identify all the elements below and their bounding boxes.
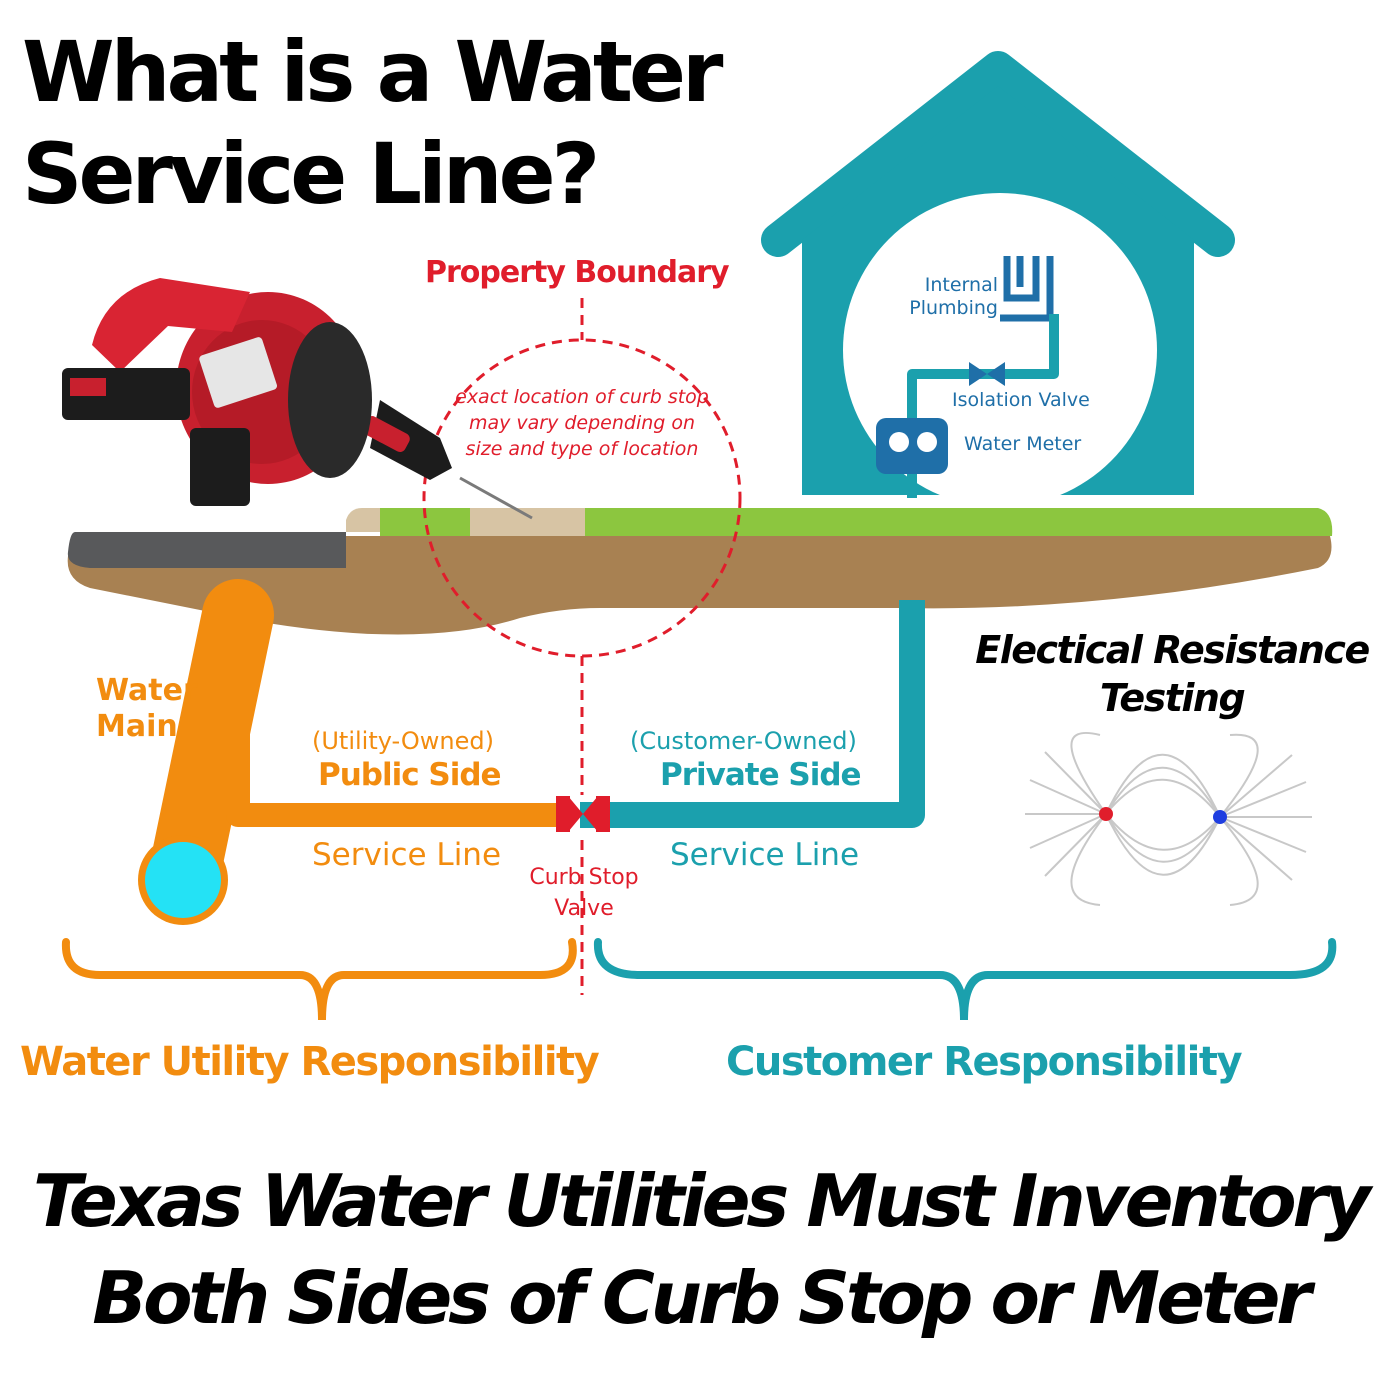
customer-brace xyxy=(593,938,1337,1021)
property-boundary-line xyxy=(422,298,742,995)
utility-owned-label: (Utility-Owned) xyxy=(312,727,494,755)
curb-stop-valve-label: Curb Stop Valve xyxy=(518,862,650,924)
public-service-line-label: Service Line xyxy=(312,837,502,873)
internal-plumbing-label-line-1: Internal xyxy=(924,274,998,296)
bottom-headline-line-1: Texas Water Utilities Must Inventory xyxy=(33,1159,1371,1243)
internal-plumbing-label-line-2: Plumbing xyxy=(909,297,998,319)
internal-plumbing-label: Internal Plumbing xyxy=(902,274,998,320)
ground-cross-section xyxy=(67,508,1333,635)
customer-responsibility-label: Customer Responsibility xyxy=(726,1039,1243,1085)
bottom-headline-line-2: Both Sides of Curb Stop or Meter xyxy=(92,1256,1312,1340)
water-utility-responsibility-label: Water Utility Responsibility xyxy=(20,1039,600,1085)
curb-stop-location-note: exact location of curb stop may vary dep… xyxy=(455,386,709,460)
ert-label-line-2: Testing xyxy=(1099,676,1246,720)
customer-owned-label: (Customer-Owned) xyxy=(630,727,857,755)
curb-stop-valve-label-line-1: Curb Stop xyxy=(529,865,639,890)
curb-stop-valve-label-line-2: Valve xyxy=(554,896,614,921)
ert-label-line-1: Electical Resistance xyxy=(975,628,1370,672)
curb-stop-valve-icon xyxy=(556,796,610,832)
utility-brace xyxy=(61,938,577,1021)
page-title-line-1: What is a Water xyxy=(22,23,723,121)
drain-machine-icon xyxy=(62,278,533,520)
isolation-valve-icon xyxy=(969,362,1005,386)
property-boundary-label: Property Boundary xyxy=(425,255,730,290)
electrical-resistance-testing-label: Electical Resistance Testing xyxy=(972,626,1372,722)
water-main-pipe xyxy=(138,579,565,925)
water-main-label-line-2: Main xyxy=(96,709,178,744)
water-main-label-line-1: Water xyxy=(96,673,198,708)
water-main-label: Water Main xyxy=(96,673,198,745)
public-side-label: Public Side xyxy=(318,757,502,793)
water-meter-icon xyxy=(876,418,948,474)
private-service-line-label: Service Line xyxy=(670,837,860,873)
electric-field-icon xyxy=(1025,731,1312,906)
private-side-label: Private Side xyxy=(660,757,862,793)
isolation-valve-label: Isolation Valve xyxy=(952,389,1090,411)
page-title-line-2: Service Line? xyxy=(22,125,600,223)
water-meter-label: Water Meter xyxy=(964,433,1082,455)
